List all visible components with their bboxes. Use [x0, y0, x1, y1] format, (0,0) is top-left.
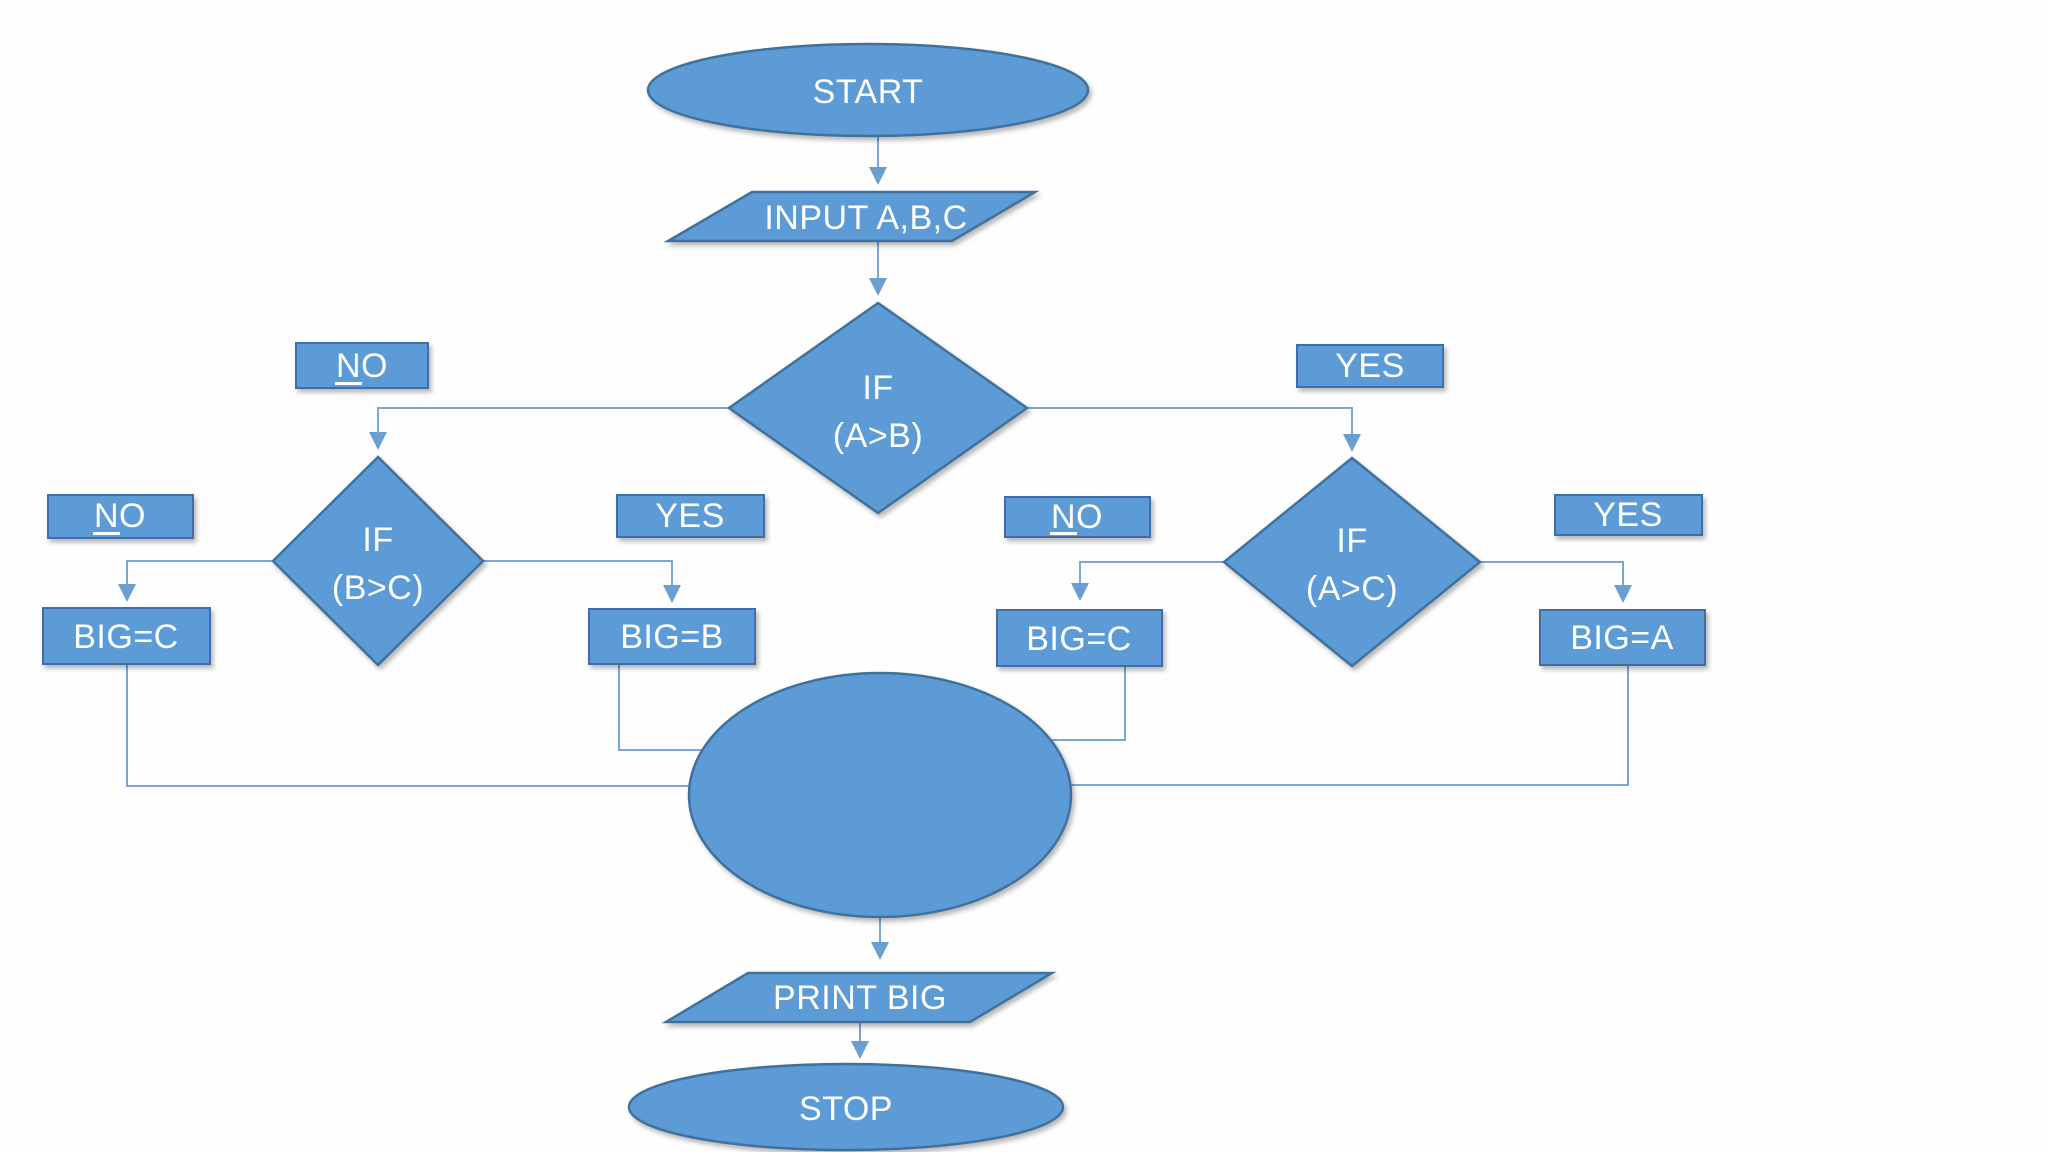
- big-b-label: BIG=B: [620, 618, 724, 656]
- connector-if-ac-no-branch: [1071, 561, 1224, 601]
- label-ac-yes[interactable]: YES: [1554, 494, 1703, 536]
- if-ab-keyword: IF: [862, 369, 893, 407]
- node-big-a[interactable]: BIG=A: [1539, 609, 1706, 666]
- big-c-left-label: BIG=C: [73, 618, 178, 656]
- ab-no-text: NO: [336, 347, 388, 385]
- node-big-c-left[interactable]: BIG=C: [42, 607, 211, 665]
- big-b-box[interactable]: [588, 608, 756, 665]
- connector-if-ab-yes-branch: [1027, 407, 1361, 452]
- node-if-ab[interactable]: IF (A>B): [726, 301, 1030, 515]
- connector-if-bc-no-branch: [118, 560, 273, 602]
- bc-yes-box[interactable]: [616, 494, 765, 538]
- connector-big-b-to-merge: [618, 665, 703, 751]
- if-ac-keyword: IF: [1336, 522, 1367, 560]
- bc-no-text: NO: [94, 497, 146, 535]
- ac-no-box[interactable]: [1004, 496, 1151, 538]
- node-input[interactable]: INPUT A,B,C: [663, 190, 1040, 243]
- connector-big-a-to-merge: [1070, 665, 1629, 786]
- merge-ellipse[interactable]: [687, 671, 1073, 919]
- print-big-label: PRINT BIG: [773, 979, 947, 1017]
- connectors: [118, 137, 1632, 1059]
- big-c-right-label: BIG=C: [1026, 620, 1131, 658]
- node-big-b[interactable]: BIG=B: [588, 608, 756, 665]
- connector-if-ab-no-branch: [369, 407, 729, 450]
- bc-no-box[interactable]: [47, 494, 194, 539]
- ac-yes-box[interactable]: [1554, 494, 1703, 536]
- ab-yes-text: YES: [1335, 347, 1405, 385]
- node-if-bc[interactable]: IF (B>C): [271, 455, 485, 667]
- node-stop[interactable]: STOP: [627, 1062, 1065, 1152]
- ac-yes-text: YES: [1593, 496, 1663, 534]
- start-label: START: [813, 73, 924, 111]
- ac-no-text: NO: [1051, 498, 1103, 536]
- node-start[interactable]: START: [646, 42, 1090, 138]
- big-c-right-box[interactable]: [996, 609, 1163, 667]
- input-label: INPUT A,B,C: [764, 199, 967, 237]
- connector-big-c-left-to-merge: [126, 664, 690, 787]
- label-ac-no[interactable]: NO: [1004, 496, 1151, 538]
- ab-no-underline: [335, 382, 362, 385]
- node-if-ac[interactable]: IF (A>C): [1222, 456, 1482, 668]
- ab-yes-box[interactable]: [1296, 344, 1444, 388]
- node-print-big[interactable]: PRINT BIG: [661, 971, 1057, 1024]
- if-bc-keyword: IF: [362, 521, 393, 559]
- big-c-left-box[interactable]: [42, 607, 211, 665]
- label-ab-no[interactable]: NO: [295, 342, 429, 389]
- label-bc-no[interactable]: NO: [47, 494, 194, 539]
- stop-ellipse[interactable]: [627, 1062, 1065, 1152]
- label-ab-yes[interactable]: YES: [1296, 344, 1444, 388]
- if-ac-diamond[interactable]: [1222, 456, 1482, 668]
- start-ellipse[interactable]: [646, 42, 1090, 138]
- connector-if-bc-yes-branch: [483, 560, 681, 603]
- ac-no-underline: [1050, 532, 1077, 535]
- if-bc-condition: (B>C): [332, 569, 424, 607]
- input-parallelogram[interactable]: [663, 190, 1040, 243]
- node-merge[interactable]: [687, 671, 1073, 919]
- connector-big-c-right-to-merge: [1052, 666, 1126, 741]
- label-bc-yes[interactable]: YES: [616, 494, 765, 538]
- stop-label: STOP: [799, 1090, 893, 1128]
- big-a-label: BIG=A: [1570, 619, 1674, 657]
- bc-no-underline: [93, 532, 120, 535]
- node-big-c-right[interactable]: BIG=C: [996, 609, 1163, 667]
- bc-yes-text: YES: [655, 497, 725, 535]
- print-big-parallelogram[interactable]: [661, 971, 1057, 1024]
- ab-no-box[interactable]: [295, 342, 429, 389]
- if-ac-condition: (A>C): [1306, 570, 1398, 608]
- connector-if-ac-yes-branch: [1480, 561, 1632, 603]
- if-bc-diamond[interactable]: [271, 455, 485, 667]
- if-ab-diamond[interactable]: [726, 301, 1030, 515]
- if-ab-condition: (A>B): [833, 417, 923, 455]
- big-a-box[interactable]: [1539, 609, 1706, 666]
